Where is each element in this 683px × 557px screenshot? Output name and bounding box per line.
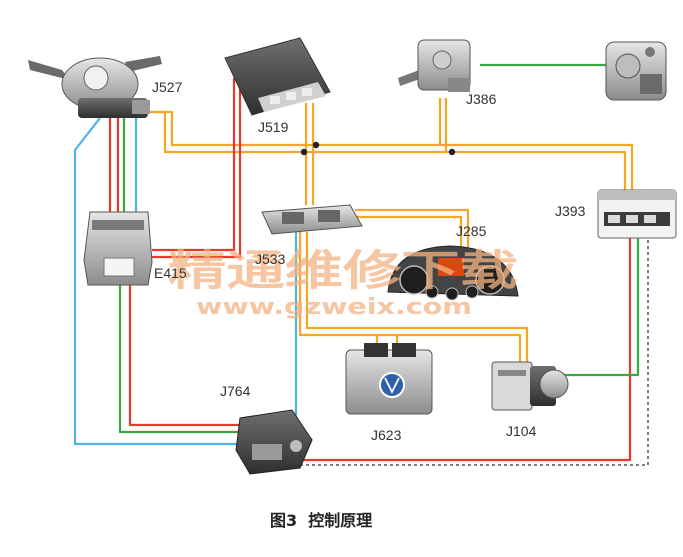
label-j764: J764 xyxy=(220,383,251,399)
green-wires xyxy=(118,63,640,434)
steering-lock-unit xyxy=(235,409,313,475)
door-lock-mechanism xyxy=(605,41,667,101)
steering-column-switch xyxy=(28,56,162,118)
label-j285: J285 xyxy=(456,223,487,239)
abs-control-unit xyxy=(491,361,569,411)
body-control-unit xyxy=(224,37,331,116)
bus-top-b xyxy=(156,110,627,190)
comfort-control-unit xyxy=(597,189,677,239)
label-gateway: J533 xyxy=(255,251,286,267)
label-j527: J527 xyxy=(152,79,183,95)
can-bus-orange xyxy=(150,98,634,362)
wires xyxy=(73,63,649,466)
label-j623: J623 xyxy=(371,427,402,443)
watermark-url: www.gzweix.com xyxy=(196,295,472,320)
red-wires xyxy=(108,78,632,462)
instrument-cluster xyxy=(387,245,519,301)
figure-caption: 图3 控制原理 xyxy=(270,511,372,530)
label-j519: J519 xyxy=(258,119,289,135)
label-j393: J393 xyxy=(555,203,586,219)
label-j104: J104 xyxy=(506,423,537,439)
module-labels: J527 J519 J386 J285 J393 J533 E415 J764 … xyxy=(152,79,586,443)
bus-gw-j285-a xyxy=(355,208,470,250)
bus-gw-left-b xyxy=(305,232,529,362)
ignition-switch xyxy=(83,211,153,286)
engine-control-unit xyxy=(345,343,433,415)
dashed-wire xyxy=(300,238,649,466)
bus-gw-j285-b xyxy=(355,215,463,250)
label-j386: J386 xyxy=(466,91,497,107)
gateway-module xyxy=(261,204,363,235)
bus-junctions xyxy=(300,141,456,156)
door-control-unit xyxy=(398,39,471,92)
label-e415: E415 xyxy=(154,265,187,281)
bus-gw-left-a xyxy=(298,232,522,362)
watermark-main: 精通维修下载 xyxy=(168,246,518,295)
